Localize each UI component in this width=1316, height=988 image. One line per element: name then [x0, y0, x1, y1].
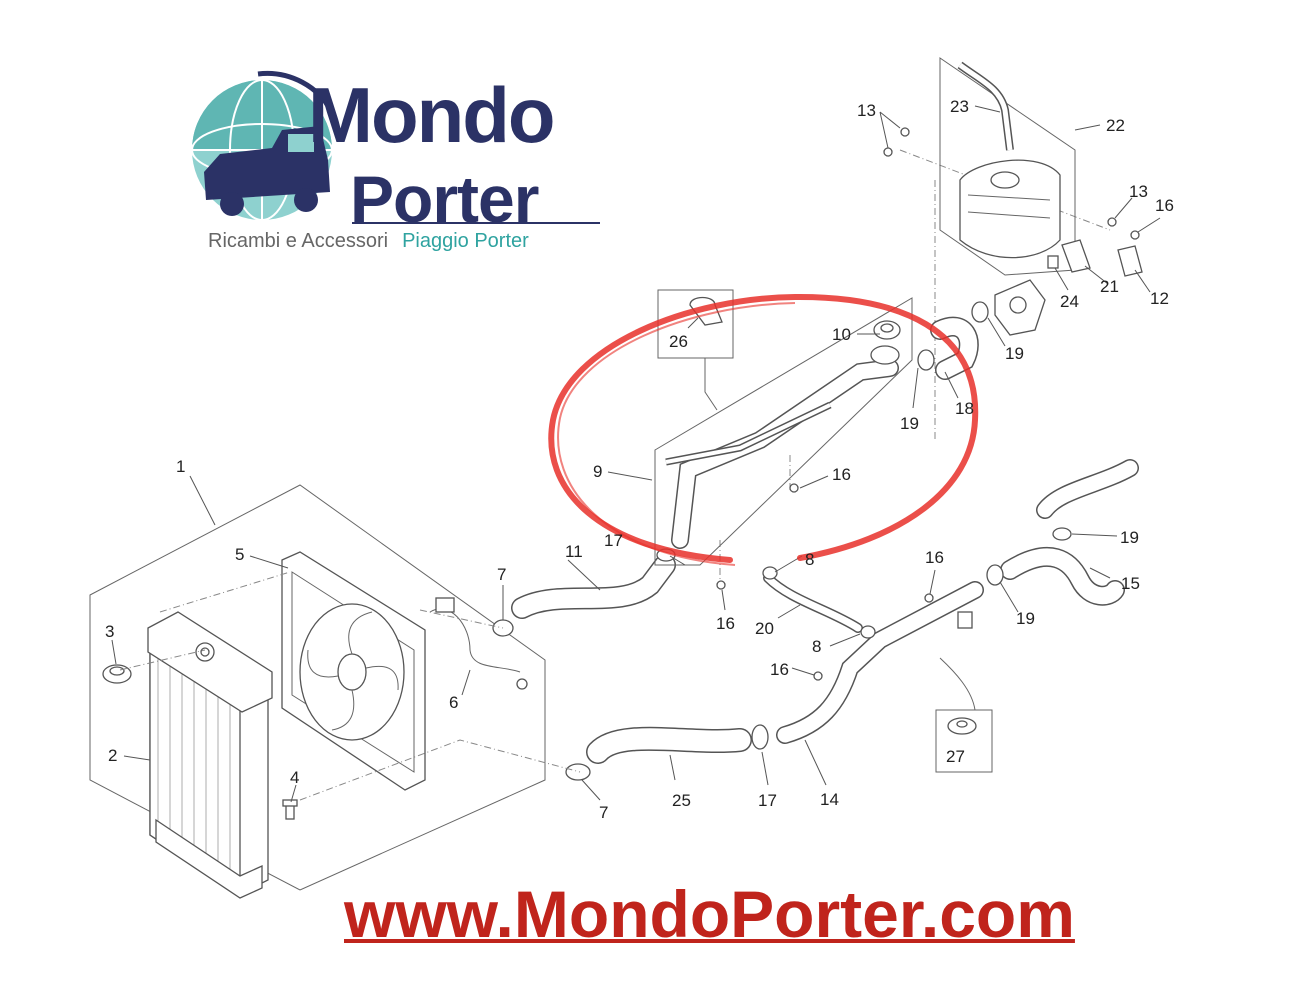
metal-coolant-pipe-14	[776, 581, 984, 744]
plug-27-detail-box	[935, 657, 993, 773]
callout-1: 1	[176, 457, 185, 476]
logo-tagline-left: Ricambi e Accessori	[208, 230, 389, 252]
callout-21: 21	[1100, 277, 1119, 296]
callout-4: 4	[290, 768, 299, 787]
callout-19-pipe: 19	[900, 414, 919, 433]
logo-tagline: Ricambi e Accessori Piaggio Porter	[208, 230, 529, 253]
callout-7-lower: 7	[599, 803, 608, 822]
callout-7-upper: 7	[497, 565, 506, 584]
callout-19-thermostat: 19	[1005, 344, 1024, 363]
metal-pipe-9	[665, 345, 900, 549]
callout-23: 23	[950, 97, 969, 116]
fan-shroud	[281, 551, 426, 791]
callout-6: 6	[449, 693, 458, 712]
callout-18: 18	[955, 399, 974, 418]
lower-radiator-hose	[586, 726, 752, 764]
callout-25: 25	[672, 791, 691, 810]
callout-24: 24	[1060, 292, 1079, 311]
callout-14: 14	[820, 790, 839, 809]
pipe-cap-10	[873, 320, 901, 340]
callout-16-right: 16	[925, 548, 944, 567]
logo-wordmark-mondo: Mondo	[308, 71, 556, 159]
callout-11: 11	[565, 542, 583, 561]
logo-divider	[352, 222, 600, 224]
fan-wiring-harness	[429, 597, 528, 690]
callout-8-upper: 8	[805, 550, 814, 569]
callout-16-pipe: 16	[832, 465, 851, 484]
bypass-hose-20	[763, 573, 863, 633]
thermostat-housing	[994, 279, 1046, 336]
callout-5: 5	[235, 545, 244, 564]
hose-clamp-8-upper	[762, 566, 778, 580]
callout-17-lower: 17	[758, 791, 777, 810]
callout-27: 27	[946, 747, 965, 766]
callout-16-top-right: 16	[1155, 196, 1174, 215]
logo-wordmark-porter: Porter	[350, 162, 539, 236]
hose-clamp-17-lower	[751, 724, 769, 750]
callout-2: 2	[108, 746, 117, 765]
callout-8-lower: 8	[812, 637, 821, 656]
upper-radiator-hose	[511, 554, 676, 619]
callout-19-lower: 19	[1016, 609, 1035, 628]
mondo-porter-logo: Mondo Porter Ricambi e Accessori Piaggio …	[180, 68, 610, 268]
hose-clamps-19	[917, 301, 1072, 586]
callout-16-mid: 16	[716, 614, 735, 633]
radiator-core	[147, 611, 273, 899]
callout-17-upper: 17	[604, 531, 623, 550]
callout-9: 9	[593, 462, 602, 481]
logo-tagline-right: Piaggio Porter	[402, 230, 529, 252]
bolts-13-16	[716, 127, 1140, 681]
radiator-assembly-box	[89, 484, 546, 891]
bracket-12	[1117, 245, 1143, 277]
bracket-21	[1061, 239, 1091, 273]
hose-clamp-8-lower	[860, 625, 876, 639]
callout-labels: 1 2 3 4 5 6 7 7 8 8 9 10 11 12 13 13 14 …	[105, 97, 1174, 822]
callout-15: 15	[1121, 574, 1140, 593]
leader-lines	[111, 105, 1161, 803]
radiator-cap	[102, 664, 132, 684]
callout-10: 10	[832, 325, 851, 344]
screw-4	[282, 799, 298, 820]
highlight-ring	[548, 293, 979, 566]
clip-24	[1047, 255, 1059, 269]
hose-clamp-7-lower	[565, 763, 591, 781]
callout-22: 22	[1106, 116, 1125, 135]
globe-truck-icon	[191, 70, 333, 221]
callout-26: 26	[669, 332, 688, 351]
callout-20: 20	[755, 619, 774, 638]
callout-16-lower: 16	[770, 660, 789, 679]
expansion-tank	[959, 159, 1061, 259]
callout-19-heater: 19	[1120, 528, 1139, 547]
tank-filler-tube-23	[957, 61, 1014, 151]
callout-12: 12	[1150, 289, 1169, 308]
callout-3: 3	[105, 622, 114, 641]
heater-hose-15	[1000, 459, 1139, 606]
website-url-link[interactable]: www.MondoPorter.com	[344, 877, 1075, 951]
callout-13-upper: 13	[857, 101, 876, 120]
callout-13-lower: 13	[1129, 182, 1148, 201]
expansion-tank-box	[939, 57, 1076, 276]
